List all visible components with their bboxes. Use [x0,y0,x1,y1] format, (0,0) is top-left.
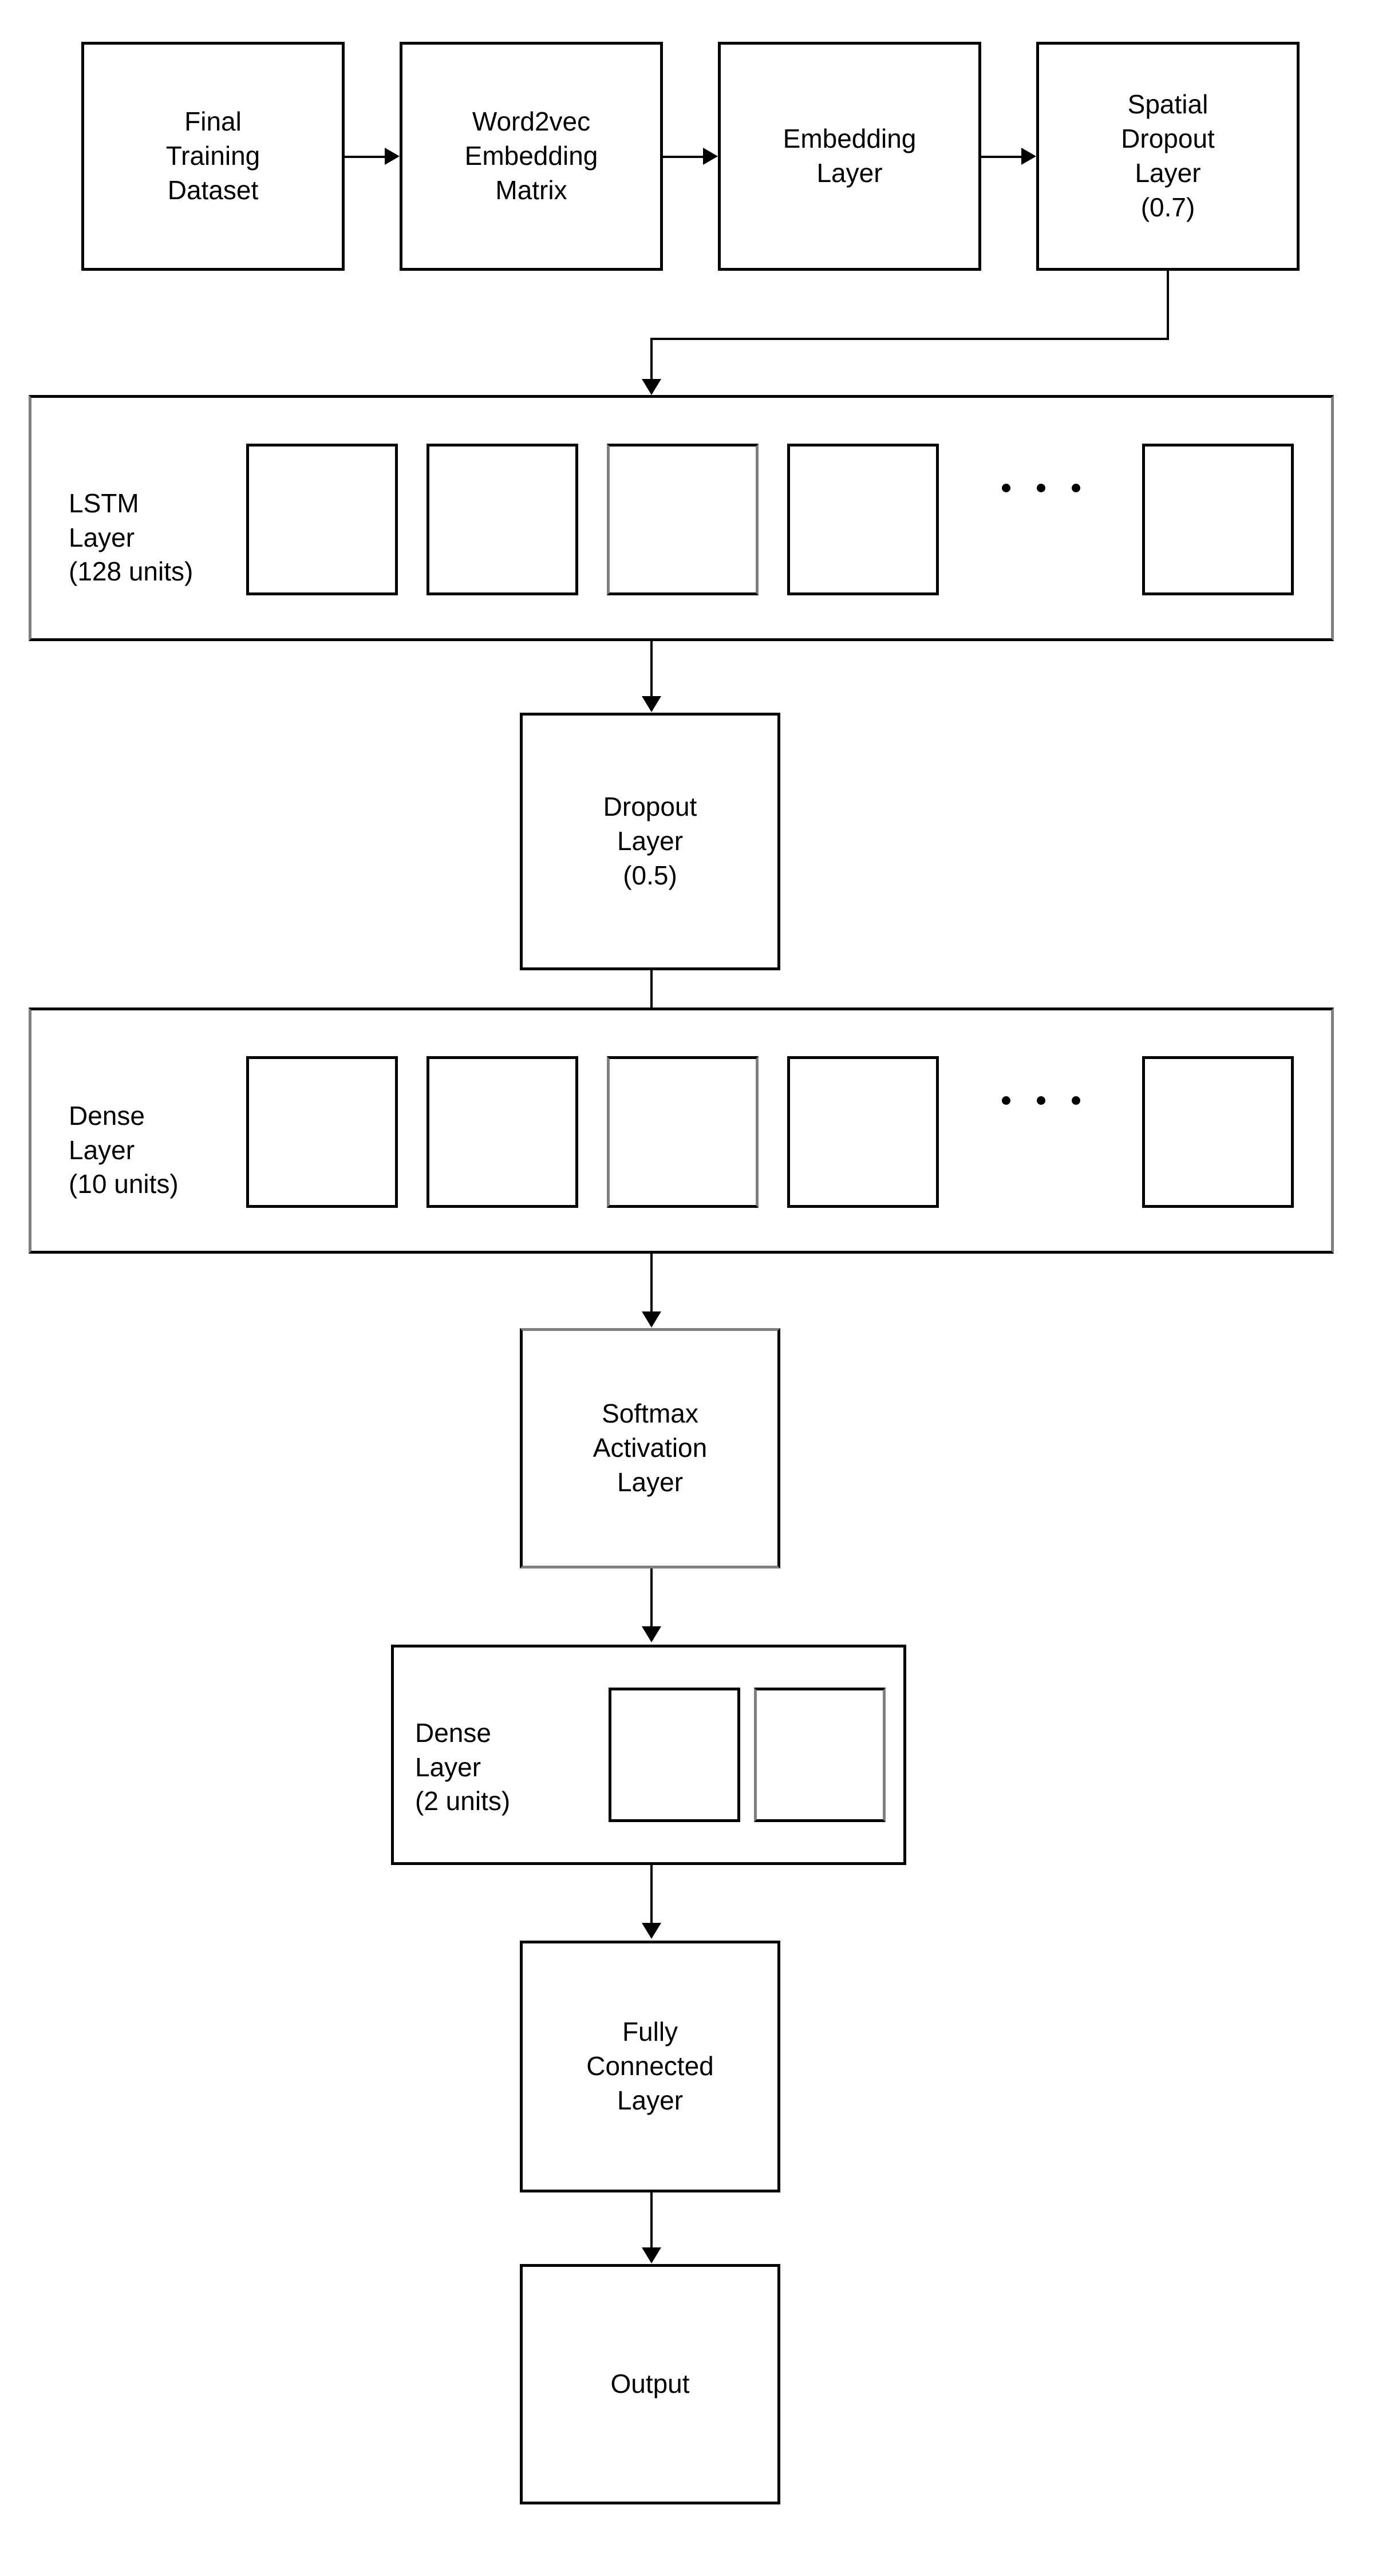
connector-line [650,1254,653,1314]
node-output[interactable]: Output [520,2264,780,2504]
connector-line [650,1865,653,1925]
node-label: Spatial Dropout Layer (0.7) [1121,89,1215,222]
dense10-cell [246,1056,398,1208]
node-softmax-activation-layer[interactable]: Softmax Activation Layer [520,1328,780,1568]
connector-line [1167,271,1169,338]
connector-line [650,2192,653,2250]
dense10-cell [607,1056,759,1208]
dense10-cell [1142,1056,1294,1208]
lstm-cell [787,444,939,595]
arrow-head-icon [642,379,661,395]
arrow-head-icon [703,148,718,165]
node-final-training-dataset[interactable]: Final Training Dataset [81,42,345,271]
node-embedding-layer[interactable]: Embedding Layer [718,42,981,271]
node-label: Final Training Dataset [165,106,260,205]
connector-line [650,338,653,381]
arrow-head-icon [642,2247,661,2263]
dense10-cell [787,1056,939,1208]
lstm-cell [427,444,578,595]
band-label-lstm-text: LSTM Layer (128 units) [69,452,275,589]
node-label: Output [610,2369,690,2399]
band-label-span: Dense Layer (2 units) [415,1717,511,1816]
arrow-head-icon [642,696,661,712]
band-label-dense10-text: Dense Layer (10 units) [69,1065,275,1202]
node-label: Embedding Layer [783,124,917,188]
lstm-ellipsis-icon [1002,484,1080,492]
node-label: Dropout Layer (0.5) [603,792,697,890]
connector-line [981,156,1021,158]
band-label-dense2-text: Dense Layer (2 units) [415,1682,575,1819]
connector-line [650,1568,653,1629]
band-label-span: Dense Layer (10 units) [69,1100,179,1199]
arrow-head-icon [1021,148,1036,165]
connector-line [650,970,653,1028]
connector-line [663,156,703,158]
dense10-cell [427,1056,578,1208]
dense2-cell [609,1688,740,1822]
arrow-head-icon [642,1311,661,1327]
arrow-head-icon [642,1923,661,1939]
dense10-ellipsis-icon [1002,1096,1080,1105]
lstm-cell [1142,444,1294,595]
arrow-head-icon [385,148,400,165]
dense2-cell [754,1688,886,1822]
node-dropout-layer[interactable]: Dropout Layer (0.5) [520,713,780,970]
node-label: Word2vec Embedding Matrix [464,106,598,205]
arrow-head-icon [642,1626,661,1642]
lstm-cell [246,444,398,595]
band-label-span: LSTM Layer (128 units) [69,488,193,587]
lstm-cell [607,444,759,595]
node-label: Fully Connected Layer [586,2017,714,2115]
node-word2vec-embedding-matrix[interactable]: Word2vec Embedding Matrix [400,42,663,271]
connector-line [650,641,653,698]
node-spatial-dropout-layer[interactable]: Spatial Dropout Layer (0.7) [1036,42,1300,271]
connector-line [345,156,385,158]
node-label: Softmax Activation Layer [593,1398,708,1497]
node-fully-connected-layer[interactable]: Fully Connected Layer [520,1941,780,2192]
connector-line [650,338,1169,340]
